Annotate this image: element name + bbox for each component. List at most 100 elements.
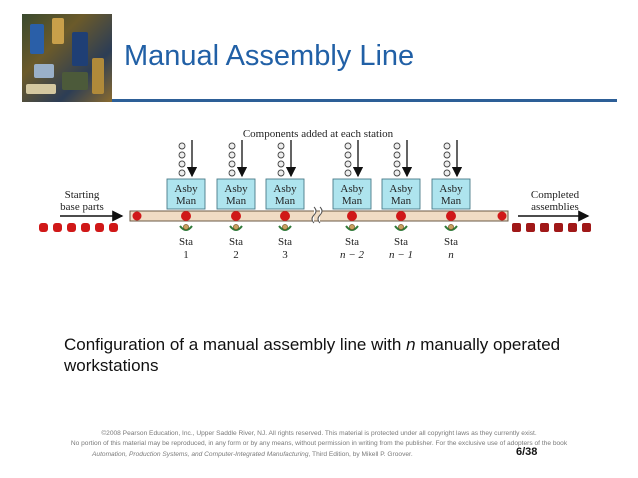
book-citation: Automation, Production Systems, and Comp… [92,451,413,458]
station-number-label: n − 2 [340,249,364,261]
station-sta-label: Sta [229,236,243,248]
completed-assembly [568,223,577,232]
worker-head-icon [233,224,239,230]
station-number-label: 2 [233,249,239,261]
worker-head-icon [448,224,454,230]
page-number: 6/38 [516,446,538,458]
worker-icon [229,225,243,231]
starting-label-2: base parts [60,201,104,213]
assembly-station-box [265,178,305,210]
station-sta-label: Sta [278,236,292,248]
assembly-station-box [216,178,256,210]
copyright-line-1: ©2008 Pearson Education, Inc., Upper Sad… [101,430,537,437]
station-box-label-2: Man [275,195,296,207]
component-dot [178,151,186,159]
station-number-label: 1 [183,249,189,261]
component-dot [393,160,401,168]
caption-text-2: manually operated workstations [64,335,561,375]
starting-part [95,223,104,232]
copyright-notice: ©2008 Pearson Education, Inc., Upper Sad… [0,429,638,449]
component-dot [228,160,236,168]
component-dot [178,142,186,150]
component-dot [228,142,236,150]
belt-break [311,206,323,224]
station-sta-label: Sta [179,236,193,248]
component-dot [178,169,186,177]
incoming-parts-queue [39,223,118,232]
starting-part [109,223,118,232]
caption-variable: n [406,335,416,354]
component-dot [228,169,236,177]
assembly-station-box [166,178,206,210]
station-sta-label: Sta [444,236,458,248]
component-dot [393,142,401,150]
belt-part [231,211,241,221]
starting-label-1: Starting [65,189,100,201]
component-dot [443,169,451,177]
completed-assembly [526,223,535,232]
belt-part [396,211,406,221]
stations-group: AsbyManSta1AsbyManSta2AsbyManSta3AsbyMan… [166,140,471,261]
station-box-label-2: Man [342,195,363,207]
component-dot [443,151,451,159]
station-box-label-2: Man [226,195,247,207]
completed-label-2: assemblies [531,201,579,213]
assembly-line-diagram: Components added at each station Startin… [39,128,591,261]
component-dot [277,160,285,168]
completed-assemblies-queue [512,223,591,232]
component-dot [178,160,186,168]
book-citation-rest: , Third Edition, by Mikell P. Groover. [308,451,413,458]
component-dot [344,142,352,150]
copyright-line-2: No portion of this material may be repro… [70,440,568,447]
station-box-label-2: Man [176,195,197,207]
component-dot [393,169,401,177]
station-box-label-1: Asby [389,183,413,195]
belt-part [446,211,456,221]
station-number-label: n − 1 [389,249,413,261]
component-dot [277,151,285,159]
station-box-label-2: Man [441,195,462,207]
starting-part [53,223,62,232]
component-dot [344,151,352,159]
component-dot [344,160,352,168]
worker-head-icon [282,224,288,230]
station-box-label-1: Asby [174,183,198,195]
station-box-label-1: Asby [224,183,248,195]
worker-icon [444,225,458,231]
worker-head-icon [183,224,189,230]
title-divider [112,99,617,102]
book-title: Automation, Production Systems, and Comp… [92,451,309,458]
components-label: Components added at each station [243,128,394,140]
worker-icon [345,225,359,231]
slide-title: Manual Assembly Line [124,40,415,72]
belt-part [280,211,290,221]
station-number-label: n [448,249,454,261]
worker-head-icon [349,224,355,230]
completed-label-1: Completed [531,189,580,201]
caption-text-1: Configuration of a manual assembly line … [64,335,407,354]
belt-part [132,211,142,221]
worker-icon [278,225,292,231]
header-photo [22,14,112,102]
component-dot [443,160,451,168]
station-sta-label: Sta [345,236,359,248]
station-box-label-1: Asby [340,183,364,195]
worker-icon [179,225,193,231]
completed-assembly [554,223,563,232]
station-box-label-1: Asby [439,183,463,195]
component-dot [277,142,285,150]
component-dot [443,142,451,150]
assembly-station-box [332,178,372,210]
completed-assembly [582,223,591,232]
station-number-label: 3 [282,249,288,261]
component-dot [344,169,352,177]
station-sta-label: Sta [394,236,408,248]
belt-part [181,211,191,221]
completed-assembly [540,223,549,232]
